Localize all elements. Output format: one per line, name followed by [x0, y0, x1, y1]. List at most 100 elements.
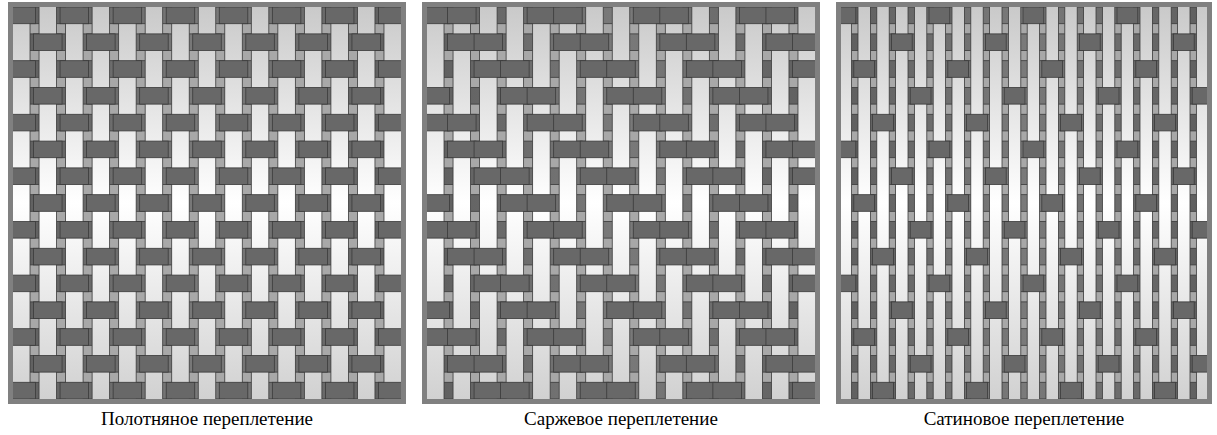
weft-float — [948, 329, 969, 346]
weft-float — [1117, 7, 1138, 24]
weft-float — [352, 195, 381, 212]
weft-float — [713, 302, 742, 319]
weft-float — [948, 61, 969, 78]
weft-float — [272, 7, 301, 24]
weft-float — [448, 34, 477, 51]
weft-float — [352, 355, 381, 372]
weft-float — [1042, 329, 1063, 346]
weft-float — [325, 221, 354, 238]
weft-float — [219, 275, 248, 292]
weft-float — [910, 355, 931, 372]
warp-thread — [1196, 2, 1208, 404]
warp-thread — [1178, 2, 1190, 404]
weft-float — [554, 34, 583, 51]
weft-float — [193, 34, 222, 51]
weft-float — [474, 168, 503, 185]
weft-float — [554, 114, 583, 131]
weft-float — [246, 87, 275, 104]
weft-float — [948, 195, 969, 212]
weft-float — [580, 61, 609, 78]
weft-float — [739, 195, 768, 212]
weft-float — [325, 61, 354, 78]
weft-float — [325, 7, 354, 24]
weft-float — [527, 114, 556, 131]
weft-float — [166, 221, 195, 238]
warp-thread — [1159, 2, 1171, 404]
weft-float — [1098, 355, 1119, 372]
weft-float — [140, 34, 169, 51]
weft-float — [527, 7, 556, 24]
weft-float — [140, 87, 169, 104]
weft-float — [193, 87, 222, 104]
weft-float — [140, 141, 169, 158]
warp-thread — [1008, 2, 1020, 404]
weft-float — [60, 382, 89, 399]
weft-float — [686, 168, 715, 185]
weft-float — [60, 114, 89, 131]
weft-float — [766, 114, 795, 131]
weft-thread — [836, 355, 1212, 372]
warp-thread — [1121, 2, 1133, 404]
weft-float — [474, 248, 503, 265]
weft-float — [299, 195, 328, 212]
weft-float — [352, 302, 381, 319]
weft-float — [1117, 141, 1138, 158]
weft-float — [554, 329, 583, 346]
weft-thread — [836, 275, 1212, 292]
weft-float — [1004, 355, 1025, 372]
weft-float — [193, 302, 222, 319]
weft-float — [166, 275, 195, 292]
weft-float — [607, 61, 636, 78]
weft-float — [193, 195, 222, 212]
weft-thread — [836, 195, 1212, 212]
weft-float — [873, 114, 894, 131]
weft-float — [140, 355, 169, 372]
panel-caption: Саржевое переплетение — [412, 408, 830, 430]
panel-ground — [836, 2, 1212, 404]
weft-float — [299, 87, 328, 104]
weft-float — [474, 34, 503, 51]
weft-float — [501, 195, 530, 212]
weft-float — [739, 221, 768, 238]
weft-float — [219, 7, 248, 24]
weft-float — [554, 7, 583, 24]
panel-caption: Полотняное переплетение — [0, 408, 416, 430]
weft-float — [501, 87, 530, 104]
weft-float — [113, 168, 142, 185]
warp-thread — [914, 2, 926, 404]
weft-float — [140, 302, 169, 319]
weft-float — [766, 355, 795, 372]
weft-float — [474, 355, 503, 372]
weft-float — [854, 329, 875, 346]
weave-panel — [836, 2, 1212, 404]
weft-float — [1173, 168, 1194, 185]
panel-ground — [8, 2, 406, 404]
weft-float — [1061, 114, 1082, 131]
weft-float — [325, 168, 354, 185]
weft-float — [554, 221, 583, 238]
weft-float — [929, 275, 950, 292]
weft-float — [739, 114, 768, 131]
weft-float — [739, 302, 768, 319]
weft-float — [1136, 61, 1157, 78]
weft-float — [633, 221, 662, 238]
weft-float — [766, 221, 795, 238]
weft-float — [219, 329, 248, 346]
weft-float — [60, 7, 89, 24]
weft-float — [929, 141, 950, 158]
weft-float — [501, 382, 530, 399]
weft-float — [60, 329, 89, 346]
weft-float — [272, 382, 301, 399]
weft-float — [299, 355, 328, 372]
weft-float — [113, 275, 142, 292]
weft-float — [219, 168, 248, 185]
weft-float — [1155, 248, 1176, 265]
weft-float — [633, 195, 662, 212]
weft-float — [910, 87, 931, 104]
weft-float — [219, 221, 248, 238]
weft-float — [87, 248, 116, 265]
weft-float — [193, 248, 222, 265]
weft-float — [580, 141, 609, 158]
weft-float — [580, 355, 609, 372]
weft-float — [34, 195, 63, 212]
